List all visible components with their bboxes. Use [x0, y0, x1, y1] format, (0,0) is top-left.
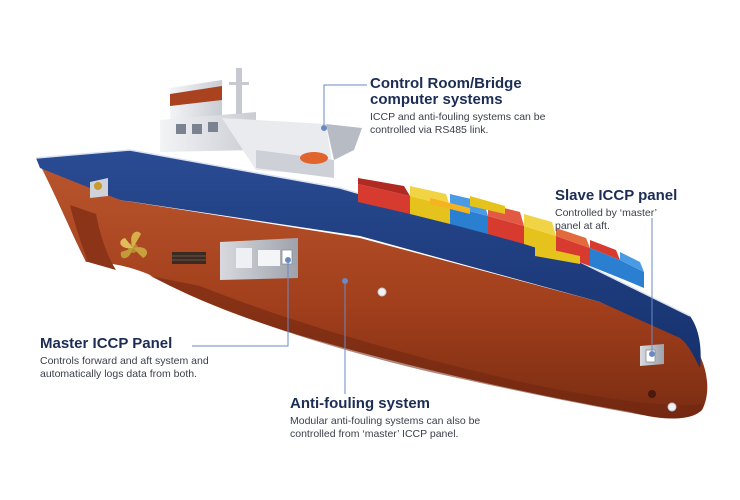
slave-panel-callout: Slave ICCP panel Controlled by ‘master’ …	[555, 188, 715, 233]
control-room-title-line2: computer systems	[370, 91, 503, 108]
control-room-desc: ICCP and anti-fouling systems can be con…	[370, 111, 610, 137]
anode-marker	[377, 287, 387, 297]
vent-grille	[172, 252, 206, 264]
anti-fouling-desc: Modular anti-fouling systems can also be…	[290, 415, 530, 441]
anti-fouling-desc-line2: controlled from ‘master’ ICCP panel.	[290, 428, 459, 440]
container-stacks	[358, 178, 644, 288]
anode-marker	[667, 402, 677, 412]
control-room-title: Control Room/Bridge computer systems	[370, 76, 610, 108]
engine-room-cutaway	[220, 238, 298, 280]
slave-panel-desc-line2: panel at aft.	[555, 220, 610, 232]
control-room-title-line1: Control Room/Bridge	[370, 75, 522, 92]
control-room-callout: Control Room/Bridge computer systems ICC…	[370, 76, 610, 137]
slave-panel-desc-line1: Controlled by ‘master’	[555, 207, 657, 219]
anti-fouling-desc-line1: Modular anti-fouling systems can also be	[290, 415, 481, 427]
hull-shadow	[150, 276, 704, 419]
propeller-icon	[120, 231, 148, 259]
master-panel-desc: Controls forward and aft system and auto…	[40, 355, 260, 381]
ship-hull	[40, 165, 708, 419]
master-panel-callout: Master ICCP Panel Controls forward and a…	[40, 336, 260, 381]
rudder	[70, 205, 116, 270]
deck-band	[36, 150, 701, 368]
slave-panel-desc: Controlled by ‘master’ panel at aft.	[555, 207, 715, 233]
hull-port	[648, 390, 656, 398]
slave-panel-title: Slave ICCP panel	[555, 187, 678, 204]
leader-master-panel	[192, 262, 289, 347]
master-iccp-panel-box	[281, 249, 293, 265]
master-panel-desc-line1: Controls forward and aft system and	[40, 355, 209, 367]
master-panel-desc-line2: automatically logs data from both.	[40, 368, 197, 380]
leader-control-room	[323, 84, 367, 126]
callout-lines	[192, 84, 655, 394]
deck-edge	[35, 149, 691, 317]
master-panel-title: Master ICCP Panel	[40, 335, 173, 352]
superstructure	[160, 68, 362, 178]
control-room-desc-line1: ICCP and anti-fouling systems can be	[370, 111, 546, 123]
anti-fouling-title: Anti-fouling system	[290, 395, 431, 412]
anti-fouling-callout: Anti-fouling system Modular anti-fouling…	[290, 396, 530, 441]
stern-cutaway	[90, 178, 108, 198]
control-room-desc-line2: controlled via RS485 link.	[370, 124, 489, 136]
